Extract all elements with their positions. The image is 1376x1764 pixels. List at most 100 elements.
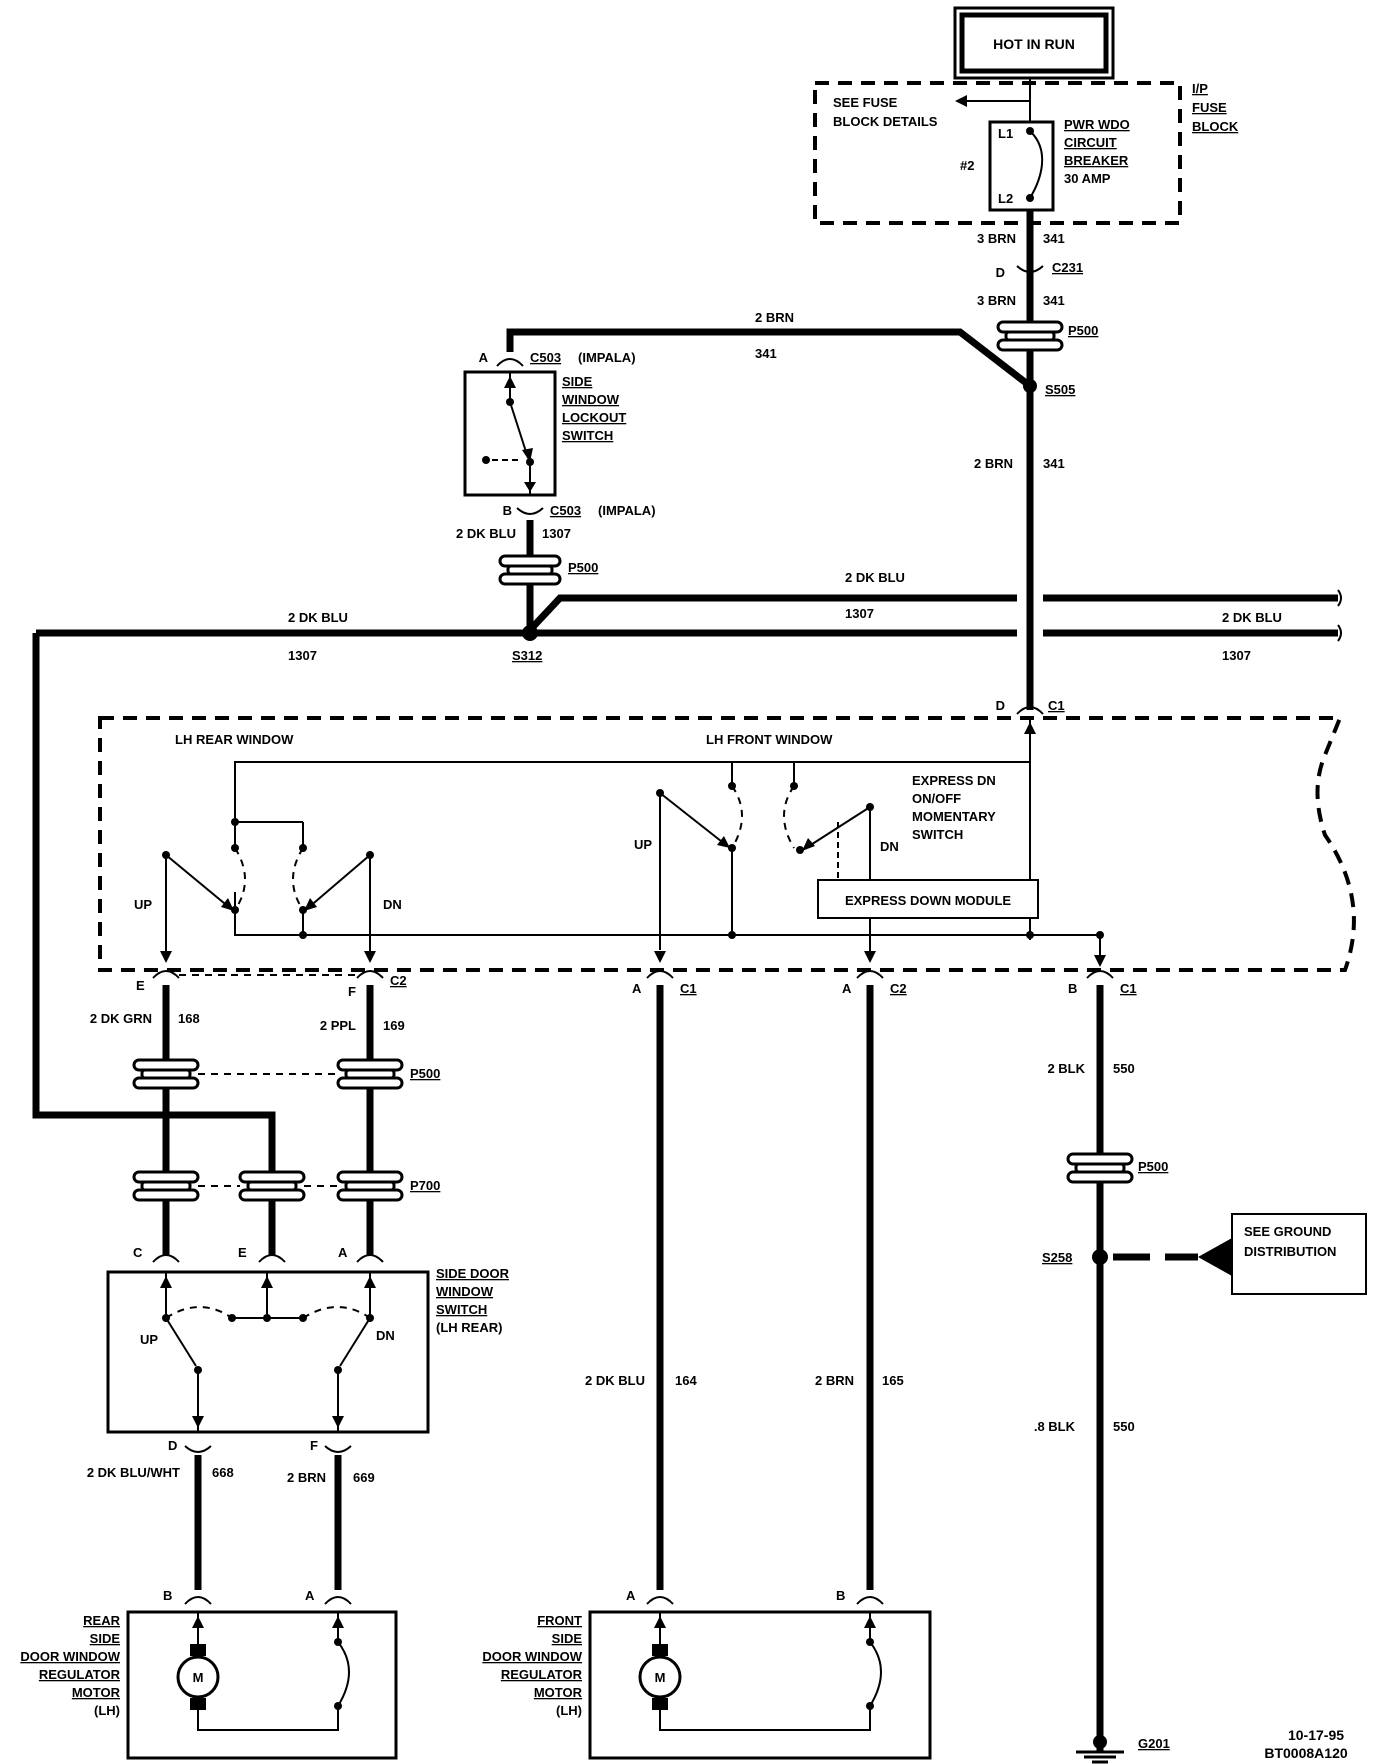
express-label-line: ON/OFF (912, 791, 961, 806)
connector-c2-f-icon (356, 970, 384, 979)
rear-motor-label: REAR SIDE DOOR WINDOW REGULATOR MOTOR (L… (20, 1613, 120, 1718)
connector-pin: A (479, 350, 489, 365)
wire-circuit-number: 168 (178, 1011, 200, 1026)
connector-c503-a-icon (496, 358, 524, 367)
rear-window-regulator-motor-box (126, 1610, 398, 1760)
breaker-label-line: 30 AMP (1064, 171, 1111, 186)
express-label-line: SWITCH (912, 827, 963, 842)
splice-s505-icon (1023, 379, 1037, 393)
wire-circuit-number: 1307 (542, 526, 571, 541)
splice-s312-label: S312 (512, 648, 542, 663)
connector-icon (258, 1254, 286, 1263)
rear-dn-label: DN (383, 897, 402, 912)
wire-gauge-label: 3 BRN (977, 293, 1016, 308)
connector-c1-b-icon (1086, 970, 1114, 979)
connector-pin: D (996, 698, 1005, 713)
motor-m-label: M (193, 1670, 204, 1685)
connector-icon (184, 1596, 212, 1605)
rear-motor-label-line: (LH) (94, 1703, 120, 1718)
wire-circuit-number: 668 (212, 1465, 234, 1480)
wire-gauge-label: 2 BRN (815, 1373, 854, 1388)
front-motor-label-line: MOTOR (534, 1685, 583, 1700)
lh-front-window-label: LH FRONT WINDOW (706, 732, 833, 747)
wire-circuit-number: 341 (1043, 293, 1065, 308)
wire-gauge-label: 2 BRN (974, 456, 1013, 471)
wire-gauge-label: 2 DK GRN (90, 1011, 152, 1026)
connector-icon (646, 1596, 674, 1605)
connector-pin: B (163, 1588, 172, 1603)
p500-label: P500 (568, 560, 598, 575)
passthrough-p700-icon (132, 1170, 404, 1202)
front-motor-label-line: REGULATOR (501, 1667, 583, 1682)
connector-pin: A (338, 1245, 348, 1260)
connector-c503-label: C503 (550, 503, 581, 518)
wire-circuit-number: 1307 (1222, 648, 1251, 663)
motor-icon (176, 1655, 220, 1699)
passthrough-p500-icon (996, 320, 1064, 352)
wire-gauge-label: 2 DK BLU (585, 1373, 645, 1388)
connector-icon (152, 1254, 180, 1263)
connector-c2-label: C2 (390, 973, 407, 988)
connector-c1-d-icon (1016, 706, 1044, 715)
p500-label: P500 (1138, 1159, 1168, 1174)
fuse-block-label-line: BLOCK (1192, 119, 1239, 134)
wire-gauge-label: 2 DK BLU (845, 570, 905, 585)
front-motor-label-line: FRONT (537, 1613, 582, 1628)
fuse-block-label-line: FUSE (1192, 100, 1227, 115)
wire-circuit-number: 164 (675, 1373, 697, 1388)
connector-pin: A (632, 981, 642, 996)
express-label-line: EXPRESS DN (912, 773, 996, 788)
diagram-code: BT0008A120 (1264, 1745, 1347, 1761)
hot-in-run-box: HOT IN RUN (953, 6, 1115, 80)
connector-icon (356, 1254, 384, 1263)
wire-circuit-number: 550 (1113, 1419, 1135, 1434)
wire-gauge-label: 2 DK BLU (456, 526, 516, 541)
express-down-module-label: EXPRESS DOWN MODULE (845, 893, 1011, 908)
motor-icon (638, 1655, 682, 1699)
wire-circuit-number: 165 (882, 1373, 904, 1388)
p700-label: P700 (410, 1178, 440, 1193)
connector-c2-label: C2 (890, 981, 907, 996)
breaker-label-line: BREAKER (1064, 153, 1129, 168)
rear-motor-label-line: DOOR WINDOW (20, 1649, 120, 1664)
breaker-label-line: PWR WDO (1064, 117, 1130, 132)
connector-c2-e-icon (152, 970, 180, 979)
motor-m-label: M (655, 1670, 666, 1685)
connector-c503-b-icon (516, 507, 544, 515)
connector-pin: B (1068, 981, 1077, 996)
connector-icon (324, 1445, 352, 1453)
express-label-line: MOMENTARY (912, 809, 996, 824)
connector-pin: B (836, 1588, 845, 1603)
passthrough-p500-icon (132, 1058, 404, 1090)
connector-icon (856, 1596, 884, 1605)
motor-limit-switch-icon (337, 1641, 350, 1707)
connector-icon (184, 1445, 212, 1453)
rear-switch-label-line: SWITCH (436, 1302, 487, 1317)
internal-feed-bus (234, 761, 1030, 822)
front-window-regulator-motor-box (588, 1610, 932, 1760)
hot-in-run-title: HOT IN RUN (993, 36, 1075, 52)
p500-label: P500 (1068, 323, 1098, 338)
wire-circuit-number: 341 (1043, 231, 1065, 246)
lockout-switch-label: SIDE WINDOW LOCKOUT SWITCH (562, 374, 626, 443)
arrow-left-icon (955, 95, 967, 107)
lh-rear-window-label: LH REAR WINDOW (175, 732, 294, 747)
front-motor-label: FRONT SIDE DOOR WINDOW REGULATOR MOTOR (… (482, 1613, 582, 1718)
connector-pin: A (305, 1588, 315, 1603)
rear-switch-label-line: WINDOW (436, 1284, 494, 1299)
see-fuse-block-details: SEE FUSE BLOCK DETAILS (833, 95, 1030, 129)
breaker-l2: L2 (998, 191, 1013, 206)
see-ground-distribution-box (1231, 1213, 1367, 1295)
wire-circuit-number: 341 (1043, 456, 1065, 471)
wire-circuit-number: 341 (755, 346, 777, 361)
arrow-left-icon (1198, 1238, 1232, 1276)
connector-c503-label: C503 (530, 350, 561, 365)
diagram-date: 10-17-95 (1288, 1727, 1344, 1743)
connector-pin: F (310, 1438, 318, 1453)
connector-c2-a-icon (856, 970, 884, 979)
front-dn-label: DN (880, 839, 899, 854)
fuse-block-label-line: I/P (1192, 81, 1208, 96)
rear-switch-label-line: SIDE DOOR (436, 1266, 510, 1281)
connector-pin: F (348, 984, 356, 999)
passthrough-p500-icon (1066, 1152, 1134, 1184)
